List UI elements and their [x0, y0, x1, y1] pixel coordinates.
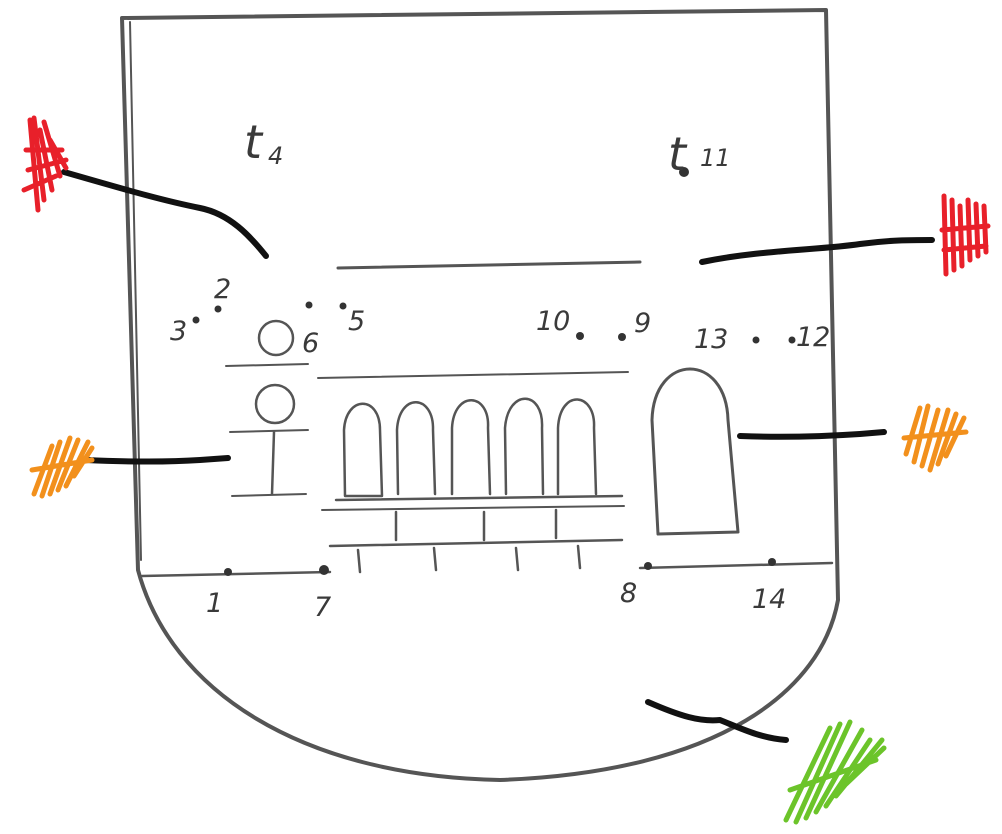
figure-body: [270, 430, 276, 496]
arcade-mid-line: [321, 505, 625, 511]
figure-upper-line: [225, 363, 309, 367]
label-t4: t: [244, 115, 264, 169]
label-point-9: 9: [634, 308, 651, 339]
arcade-base-line: [334, 494, 624, 502]
orange-scribble-right: [901, 403, 969, 473]
roof-line: [336, 260, 642, 270]
label-point-5: 5: [348, 306, 365, 337]
shield-outline: [120, 8, 840, 782]
arcade-ticks: [356, 508, 582, 574]
arch-5: [556, 398, 598, 496]
label-point-14: 14: [752, 584, 786, 615]
marker-line-mid-right: [737, 429, 887, 440]
shield-left-edge-double: [129, 21, 142, 561]
arcade-arches: [342, 397, 598, 498]
label-point-2: 2: [214, 274, 231, 305]
arch-1: [342, 402, 384, 498]
arch-4: [503, 397, 545, 496]
label-point-10: 10: [536, 306, 570, 337]
figure-head: [254, 383, 296, 425]
ground-line-right: [638, 561, 834, 570]
label-point-13: 13: [694, 324, 728, 355]
label-point-6: 6: [302, 328, 319, 359]
doorway-arch: [650, 367, 740, 536]
label-t4-sub: 4: [268, 142, 283, 170]
orange-scribble-left: [29, 435, 95, 499]
label-point-3: 3: [170, 316, 187, 347]
upper-arcade-line: [317, 371, 629, 379]
label-point-7: 7: [314, 592, 331, 623]
marker-line-mid-left: [83, 455, 231, 465]
label-point-12: 12: [796, 322, 830, 353]
ground-line-left: [140, 570, 332, 578]
arch-2: [395, 401, 437, 496]
label-point-1: 1: [206, 588, 223, 619]
figure-arms: [229, 429, 309, 433]
red-scribble-left: [21, 115, 69, 213]
marker-line-bottom: [645, 699, 789, 743]
red-scribble-right: [939, 193, 991, 277]
label-t11: t: [668, 127, 688, 181]
figure-base: [231, 493, 307, 497]
figure-head-top: [257, 319, 295, 357]
arch-3: [450, 399, 492, 496]
arcade-bottom-line: [328, 538, 624, 548]
green-scribble-bottom: [783, 719, 887, 825]
point-markers: [192, 167, 796, 576]
label-t11-sub: 11: [700, 144, 731, 172]
marker-line-top-right: [699, 237, 935, 265]
label-point-8: 8: [620, 578, 637, 609]
marker-line-top-left: [61, 169, 269, 259]
